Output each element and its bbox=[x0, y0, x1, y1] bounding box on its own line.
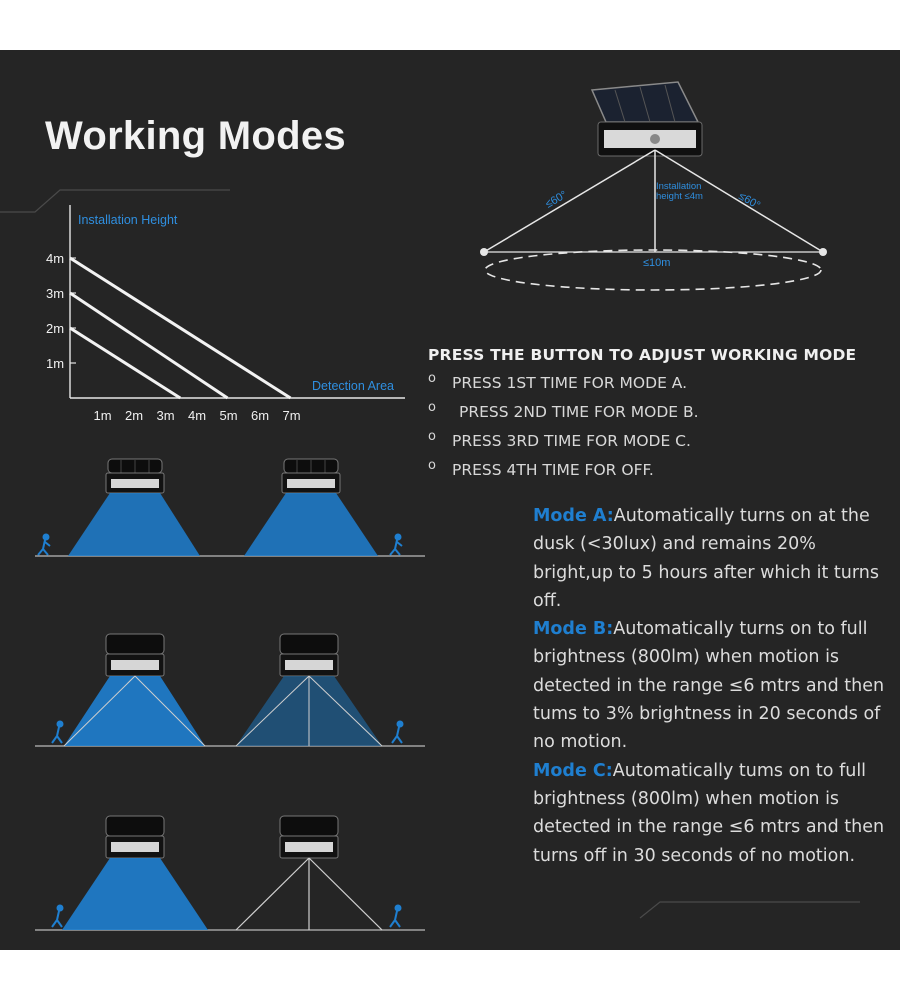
chart-x-tick-label: 2m bbox=[125, 408, 143, 423]
solar-lamp-icon bbox=[590, 81, 703, 157]
mode-c-illustration bbox=[35, 815, 425, 931]
running-person-icon bbox=[51, 720, 64, 744]
chart-x-axis-title: Detection Area bbox=[312, 379, 394, 393]
solar-lamp-icon bbox=[105, 815, 165, 859]
chart-reach-line bbox=[69, 326, 182, 400]
mode-b-description: Mode B:Automatically turns on to full br… bbox=[533, 615, 893, 756]
solar-lamp-icon bbox=[105, 633, 165, 677]
mode-b-label: Mode B: bbox=[533, 619, 614, 640]
mode-a-text: Automatically turns on at the dusk (<30l… bbox=[533, 506, 879, 611]
mode-a-illustration bbox=[35, 458, 425, 557]
mode-b-text: Automatically turns on to full brightnes… bbox=[533, 619, 885, 753]
decorative-lines bbox=[0, 189, 860, 919]
bullet-icon: o bbox=[428, 400, 436, 415]
working-modes-panel: Working Modes Installation Height Detect… bbox=[0, 50, 900, 950]
running-person-icon bbox=[389, 904, 402, 928]
chart-y-axis-title: Installation Height bbox=[78, 213, 178, 227]
page-title: Working Modes bbox=[45, 114, 346, 158]
bullet-icon: o bbox=[428, 429, 436, 444]
chart-reach-line bbox=[69, 256, 292, 400]
chart-x-tick-label: 5m bbox=[220, 408, 238, 423]
chart-y-tick-label: 1m bbox=[46, 356, 64, 371]
chart-y-tick-label: 4m bbox=[46, 251, 64, 266]
mode-descriptions: Mode A:Automatically turns on at the dus… bbox=[533, 502, 893, 870]
chart-x-tick-label: 3m bbox=[157, 408, 175, 423]
solar-lamp-icon bbox=[281, 458, 341, 494]
chart-y-ticks: 1m 2m 3m 4m bbox=[46, 251, 76, 371]
left-angle-label: ≤60° bbox=[544, 189, 570, 211]
chart-x-tick-label: 1m bbox=[94, 408, 112, 423]
chart-y-tick-label: 3m bbox=[46, 286, 64, 301]
solar-lamp-icon bbox=[279, 815, 339, 859]
installation-height-chart: Installation Height Detection Area 1m 2m 3… bbox=[46, 205, 405, 423]
solar-lamp-icon bbox=[279, 633, 339, 677]
bullet-icon: o bbox=[428, 371, 436, 386]
bullet-icon: o bbox=[428, 458, 436, 473]
mode-c-label: Mode C: bbox=[533, 760, 613, 781]
right-angle-label: ≤60° bbox=[737, 190, 763, 212]
chart-x-tick-label: 6m bbox=[251, 408, 269, 423]
chart-x-tick-label: 7m bbox=[283, 408, 301, 423]
running-person-icon bbox=[37, 533, 51, 556]
lamp-coverage-diagram: ≤60° ≤60° Installation height ≤4m ≤10m bbox=[480, 81, 827, 291]
chart-reach-line bbox=[69, 291, 229, 400]
installation-height-label: Installation height ≤4m bbox=[656, 182, 703, 202]
instructions-heading: PRESS THE BUTTON TO ADJUST WORKING MODE bbox=[428, 346, 857, 364]
coverage-lines bbox=[480, 149, 827, 291]
mode-a-label: Mode A: bbox=[533, 506, 614, 526]
chart-x-tick-label: 4m bbox=[188, 408, 206, 423]
chart-reach-lines bbox=[69, 256, 292, 400]
running-person-icon bbox=[51, 904, 64, 928]
mode-c-description: Mode C:Automatically tums on to full bri… bbox=[533, 757, 893, 870]
chart-x-ticks: 1m 2m 3m 4m 5m 6m 7m bbox=[94, 408, 301, 423]
running-person-icon bbox=[389, 533, 403, 556]
solar-lamp-icon bbox=[105, 458, 165, 494]
mode-a-description: Mode A:Automatically turns on at the dus… bbox=[533, 502, 893, 615]
mode-b-illustration bbox=[35, 633, 425, 747]
chart-y-tick-label: 2m bbox=[46, 321, 64, 336]
running-person-icon bbox=[391, 720, 404, 744]
range-label: ≤10m bbox=[643, 257, 670, 269]
mode-c-text: Automatically tums on to full brightness… bbox=[533, 760, 885, 866]
